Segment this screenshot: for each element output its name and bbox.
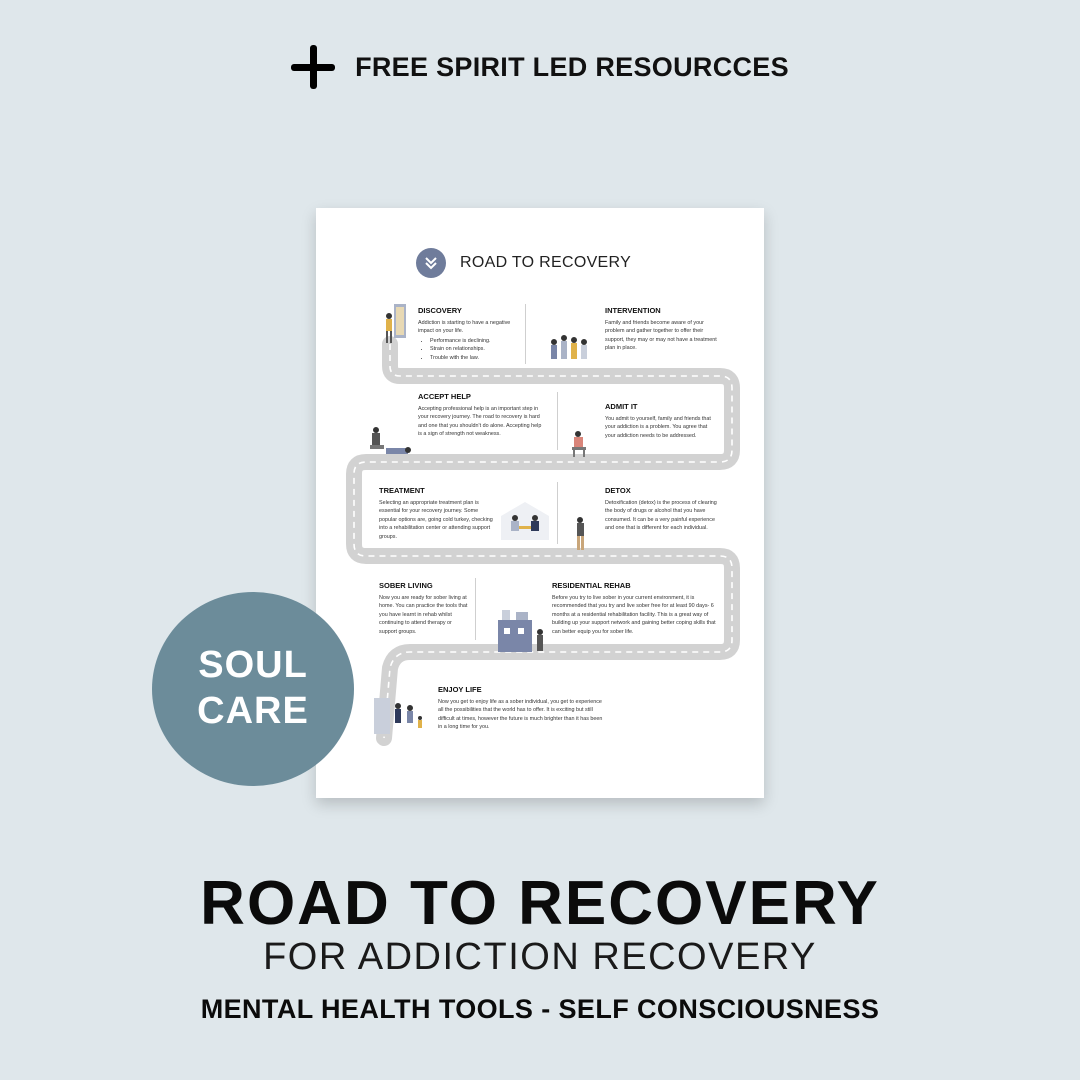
detox-illustration: [572, 516, 590, 557]
list-item: Strain on relationships.: [430, 345, 518, 353]
step-body: You admit to yourself, family and friend…: [605, 416, 711, 439]
badge-line-2: CARE: [197, 690, 309, 732]
intervention-illustration: [546, 330, 590, 375]
step-body: Now you are ready for sober living at ho…: [379, 595, 468, 635]
infographic-sheet: ROAD TO RECOVERY DISCOVERY Addiction is …: [316, 208, 764, 798]
step-body: Accepting professional help is an import…: [418, 406, 542, 438]
enjoy-life-illustration: [372, 696, 430, 741]
soul-care-badge: SOUL CARE: [152, 592, 354, 786]
double-chevron-down-icon: [416, 248, 446, 278]
list-item: Trouble with the law.: [430, 354, 518, 362]
divider: [557, 482, 558, 544]
subtitle: FOR ADDICTION RECOVERY: [263, 936, 817, 978]
step-heading: INTERVENTION: [605, 306, 661, 315]
divider: [557, 392, 558, 450]
plus-icon: [291, 45, 336, 89]
step-bullets: Performance is declining. Strain on rela…: [418, 337, 518, 362]
admit-it-illustration: [570, 428, 594, 463]
step-heading: DETOX: [605, 486, 631, 495]
divider: [525, 304, 526, 364]
step-heading: TREATMENT: [379, 486, 425, 495]
step-heading: DISCOVERY: [418, 306, 462, 315]
step-heading: SOBER LIVING: [379, 581, 433, 590]
step-enjoy-life: ENJOY LIFE Now you get to enjoy life as …: [438, 685, 608, 732]
step-body: Selecting an appropriate treatment plan …: [379, 500, 493, 540]
road-path: [346, 336, 740, 746]
step-treatment: TREATMENT Selecting an appropriate treat…: [379, 486, 497, 541]
treatment-illustration: [501, 502, 549, 545]
step-heading: RESIDENTIAL REHAB: [552, 581, 631, 590]
step-body: Now you get to enjoy life as a sober ind…: [438, 699, 603, 731]
step-heading: ENJOY LIFE: [438, 685, 482, 694]
step-admit-it: ADMIT IT You admit to yourself, family a…: [605, 402, 717, 440]
step-heading: ACCEPT HELP: [418, 392, 471, 401]
step-body: Addiction is starting to have a negative…: [418, 320, 511, 335]
discovery-illustration: [382, 304, 408, 351]
step-heading: ADMIT IT: [605, 402, 638, 411]
accept-help-illustration: [364, 424, 414, 463]
doc-title: ROAD TO RECOVERY: [460, 254, 632, 271]
step-body: Detoxification (detox) is the process of…: [605, 500, 717, 532]
step-sober-living: SOBER LIVING Now you are ready for sober…: [379, 581, 469, 636]
step-body: Before you try to live sober in your cur…: [552, 595, 716, 635]
step-body: Family and friends become aware of your …: [605, 320, 717, 352]
step-intervention: INTERVENTION Family and friends become a…: [605, 306, 717, 353]
main-title: ROAD TO RECOVERY: [200, 869, 880, 938]
badge-line-1: SOUL: [198, 644, 308, 687]
step-discovery: DISCOVERY Addiction is starting to have …: [418, 306, 518, 362]
step-accept-help: ACCEPT HELP Accepting professional help …: [418, 392, 546, 439]
step-residential-rehab: RESIDENTIAL REHAB Before you try to live…: [552, 581, 716, 636]
residential-rehab-illustration: [492, 606, 548, 657]
step-detox: DETOX Detoxification (detox) is the proc…: [605, 486, 721, 533]
tagline: MENTAL HEALTH TOOLS - SELF CONSCIOUSNESS: [200, 994, 880, 1024]
doc-header: ROAD TO RECOVERY: [416, 248, 631, 278]
list-item: Performance is declining.: [430, 337, 518, 345]
banner-text: FREE SPIRIT LED RESOURCCES: [355, 51, 789, 82]
top-banner: FREE SPIRIT LED RESOURCCES: [0, 44, 1080, 90]
divider: [475, 578, 476, 640]
